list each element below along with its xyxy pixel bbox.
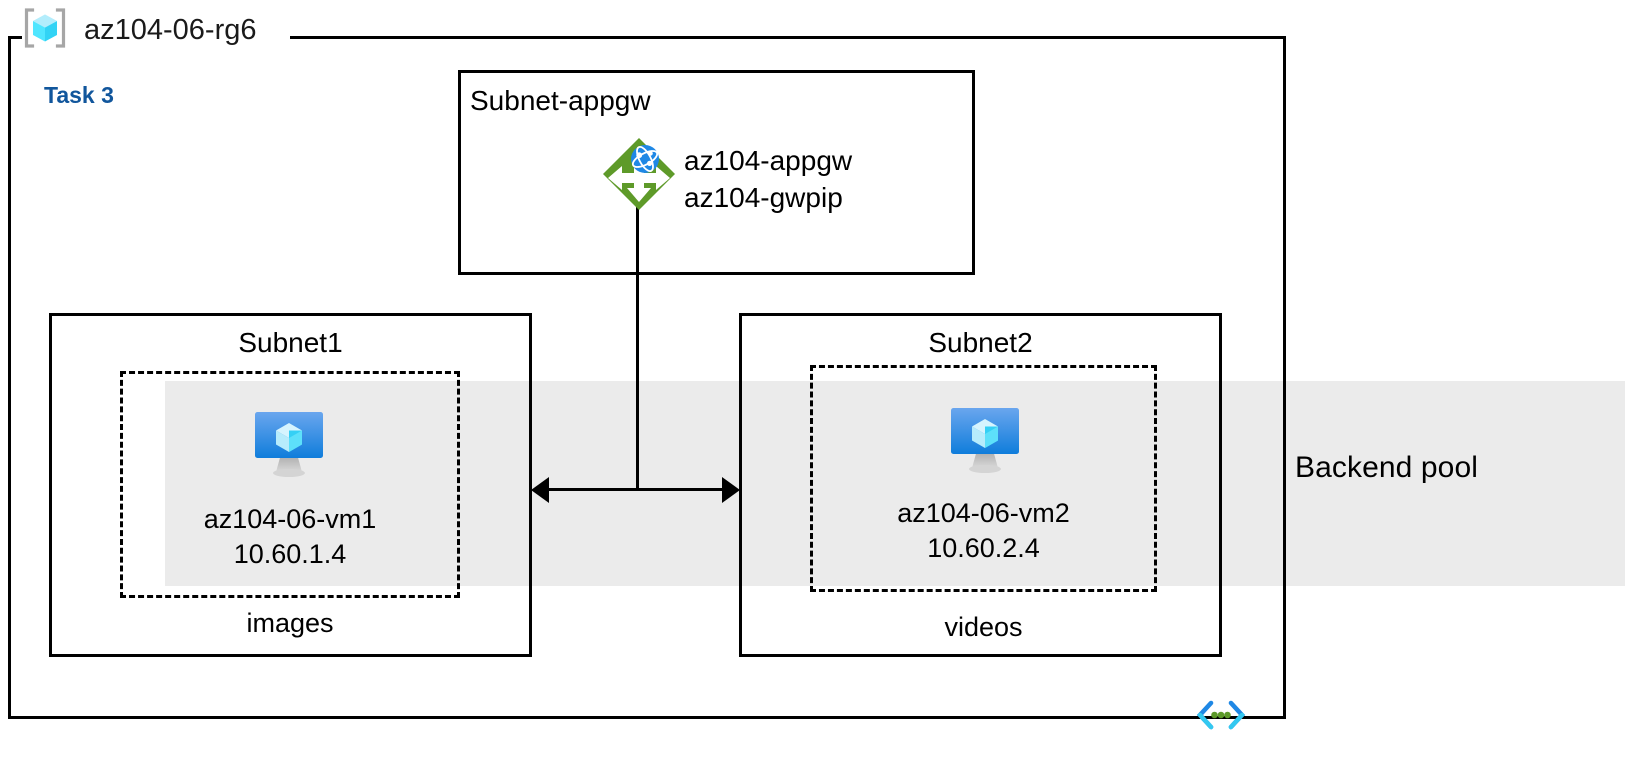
resource-group-border-left (8, 36, 11, 719)
vm1-name: az104-06-vm1 (203, 504, 377, 534)
subnet1-sublabel: images (246, 608, 334, 638)
vm1-labels: az104-06-vm1 10.60.1.4 (120, 502, 460, 572)
resource-group-border-top-right (290, 36, 1286, 39)
vm1-ip: 10.60.1.4 (233, 539, 347, 569)
appgw-resource-name-2: az104-gwpip (684, 182, 843, 213)
subnet-appgw-title: Subnet-appgw (470, 85, 651, 116)
virtual-machine-icon (251, 404, 327, 480)
subnet1-box (49, 313, 532, 657)
subnet-connector-arrow-left (531, 477, 549, 503)
resource-group-icon (22, 6, 68, 50)
resource-group-border-bottom (8, 716, 1286, 719)
backend-pool-label: Backend pool (1295, 451, 1479, 484)
subnet2-dashed-group (810, 365, 1157, 592)
appgw-resource-names: az104-appgw az104-gwpip (684, 142, 852, 216)
application-gateway-icon (601, 136, 677, 212)
subnet1-dashed-group (120, 371, 460, 598)
resource-group-title: az104-06-rg6 (84, 14, 257, 46)
backend-pool-band (165, 381, 1625, 586)
subnet2-box (739, 313, 1222, 657)
subnet1-title: Subnet1 (238, 327, 343, 358)
subnet2-sublabel: videos (944, 612, 1023, 642)
task-label: Task 3 (44, 82, 114, 108)
subnet-connector-line (540, 488, 730, 491)
virtual-network-icon (1196, 692, 1246, 738)
appgw-connector-line (636, 205, 639, 489)
subnet-appgw-box (458, 70, 975, 275)
vm2-name: az104-06-vm2 (897, 498, 1070, 528)
vm2-labels: az104-06-vm2 10.60.2.4 (810, 496, 1157, 566)
resource-group-border-right (1283, 36, 1286, 719)
subnet2-title: Subnet2 (928, 327, 1033, 358)
resource-group-border-top-left (8, 36, 22, 39)
subnet-connector-arrow-right (722, 477, 740, 503)
appgw-resource-name-1: az104-appgw (684, 145, 853, 176)
virtual-machine-icon (947, 400, 1023, 476)
vm2-ip: 10.60.2.4 (927, 533, 1040, 563)
